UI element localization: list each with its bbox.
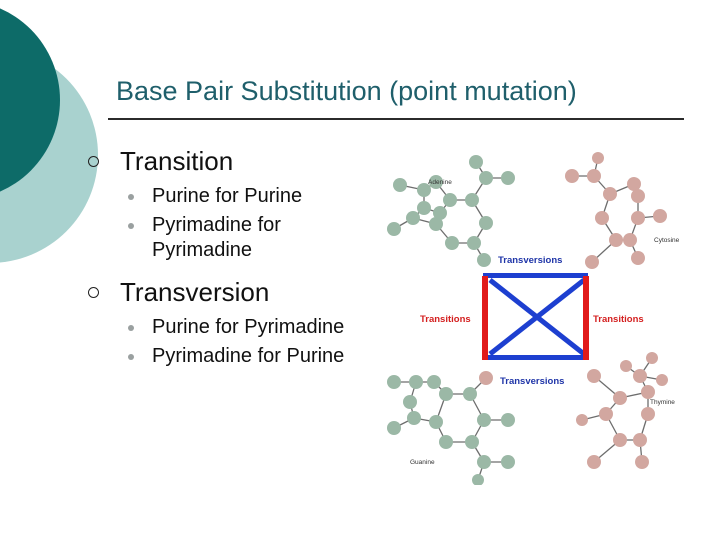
slide-corner-decoration xyxy=(0,8,98,263)
bullet-text: Transversion xyxy=(120,277,270,307)
transversions-label-bottom: Transversions xyxy=(500,376,564,387)
transversion-diagonal-2 xyxy=(488,278,586,356)
guanine-label: Guanine xyxy=(410,459,435,466)
hollow-bullet-icon xyxy=(88,287,99,298)
slide-title: Base Pair Substitution (point mutation) xyxy=(116,76,577,106)
sub-bullet-text: Pyrimadine for Purine xyxy=(152,345,345,367)
transversion-bar-bottom xyxy=(483,355,588,360)
hollow-bullet-icon xyxy=(88,156,99,167)
guanine-atoms xyxy=(387,375,515,485)
title-divider xyxy=(108,118,684,120)
adenine-label: Adenine xyxy=(428,179,452,186)
adenine-atoms xyxy=(387,155,515,267)
filled-bullet-icon xyxy=(128,194,134,200)
thymine-label: Thymine xyxy=(650,399,675,406)
sub-bullet-purine-for-purine: Purine for Purine xyxy=(86,184,356,209)
sub-bullet-pyrimadine-for-purine: Pyrimadine for Purine xyxy=(86,344,356,369)
sub-bullet-text: Purine for Pyrimadine xyxy=(152,316,345,338)
sub-bullet-text: Purine for Purine xyxy=(152,185,303,207)
bullet-transition: Transition xyxy=(86,146,356,176)
sub-bullet-text: Pyrimadine for Pyrimadine xyxy=(152,214,281,261)
bullet-text: Transition xyxy=(120,146,234,176)
sub-bullet-purine-for-pyrimadine: Purine for Pyrimadine xyxy=(86,315,356,340)
guanine-oxygen-atom xyxy=(479,371,493,385)
bullet-transversion: Transversion xyxy=(86,277,356,307)
filled-bullet-icon xyxy=(128,223,134,229)
thymine-atoms xyxy=(576,352,668,469)
transversion-bar-top xyxy=(483,273,588,278)
transition-bar-left xyxy=(482,276,488,360)
sub-bullet-pyrimadine-for-pyrimadine: Pyrimadine for Pyrimadine xyxy=(86,213,356,263)
cytosine-atoms xyxy=(565,152,667,269)
filled-bullet-icon xyxy=(128,354,134,360)
transitions-label-left: Transitions xyxy=(420,314,471,325)
filled-bullet-icon xyxy=(128,325,134,331)
transitions-label-right: Transitions xyxy=(593,314,644,325)
transversions-label-top: Transversions xyxy=(498,255,562,266)
cytosine-label: Cytosine xyxy=(654,237,680,244)
transition-bar-right xyxy=(583,276,589,360)
bullet-list: Transition Purine for Purine Pyrimadine … xyxy=(86,146,356,369)
base-substitution-diagram: Adenine Cytosine Guanine xyxy=(387,152,680,485)
